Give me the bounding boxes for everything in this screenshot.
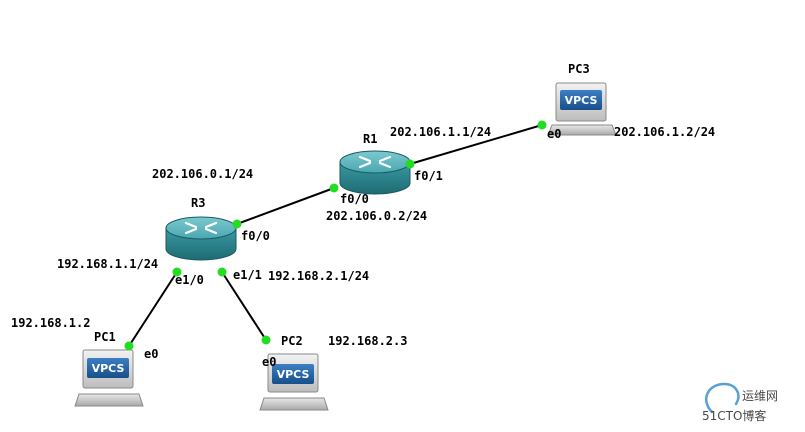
addr-pc2: 192.168.2.3 xyxy=(328,334,407,348)
vpcs-label: VPCS xyxy=(565,94,598,107)
port-label-pc3-e0: e0 xyxy=(547,127,561,141)
vpcs-label: VPCS xyxy=(277,368,310,381)
port-label-r1-f00: f0/0 xyxy=(340,192,369,206)
keyboard-icon xyxy=(259,397,329,411)
port-dot-pc1-e0[interactable] xyxy=(124,341,134,351)
port-label-pc2-e0: e0 xyxy=(262,355,276,369)
port-label-r3-f00: f0/0 xyxy=(241,229,270,243)
vpcs-badge xyxy=(272,364,314,384)
link-r3-pc2[interactable] xyxy=(221,271,267,341)
watermark-swirl-icon xyxy=(705,382,740,414)
pc1-name: PC1 xyxy=(94,330,116,344)
addr-r3-e11: 192.168.2.1/24 xyxy=(268,269,369,283)
vpcs-label: VPCS xyxy=(92,362,125,375)
r3-name: R3 xyxy=(191,196,205,210)
r1-name: R1 xyxy=(363,132,377,146)
port-dot-r3-f00[interactable] xyxy=(232,219,242,229)
port-dot-r1-f00[interactable] xyxy=(329,183,339,193)
link-r3-pc1[interactable] xyxy=(128,271,178,347)
pc3-node[interactable]: VPCS xyxy=(547,82,617,136)
pc1-node[interactable]: VPCS xyxy=(74,349,144,407)
pc2-name: PC2 xyxy=(281,334,303,348)
port-dot-pc3-e0[interactable] xyxy=(537,120,547,130)
vpcs-badge xyxy=(87,358,129,378)
port-label-r3-e11: e1/1 xyxy=(233,268,262,282)
router-r3[interactable] xyxy=(165,216,237,261)
link-r1-pc3[interactable] xyxy=(409,124,543,165)
addr-pc1: 192.168.1.2 xyxy=(11,316,90,330)
router-top xyxy=(339,150,411,174)
keyboard-icon xyxy=(547,124,617,136)
watermark: 运维网 51CTO博客 xyxy=(702,382,778,423)
pc3-name: PC3 xyxy=(568,62,590,76)
addr-r1-f01: 202.106.1.1/24 xyxy=(390,125,491,139)
port-dot-r3-e11[interactable] xyxy=(217,267,227,277)
vpcs-badge xyxy=(560,90,602,110)
addr-r3-f00: 202.106.0.1/24 xyxy=(152,167,253,181)
addr-r1-f00: 202.106.0.2/24 xyxy=(326,209,427,223)
addr-pc3: 202.106.1.2/24 xyxy=(614,125,715,139)
keyboard-icon xyxy=(74,393,144,407)
port-dot-pc2-e0[interactable] xyxy=(261,335,271,345)
port-dot-r1-f01[interactable] xyxy=(405,159,415,169)
router-arrows-icon xyxy=(184,221,218,235)
port-label-r3-e10: e1/0 xyxy=(175,273,204,287)
addr-r3-e10: 192.168.1.1/24 xyxy=(57,257,158,271)
port-dot-r3-e10[interactable] xyxy=(172,267,182,277)
router-arrows-icon xyxy=(358,155,392,169)
watermark-line1: 运维网 xyxy=(742,389,778,403)
pc2-node[interactable]: VPCS xyxy=(259,353,329,411)
port-label-pc1-e0: e0 xyxy=(144,347,158,361)
router-top xyxy=(165,216,237,240)
link-r3-r1[interactable] xyxy=(236,187,335,225)
watermark-line2: 51CTO博客 xyxy=(702,408,766,423)
links xyxy=(128,124,543,347)
port-label-r1-f01: f0/1 xyxy=(414,169,443,183)
router-r1[interactable] xyxy=(339,150,411,195)
port-dots xyxy=(124,120,547,351)
